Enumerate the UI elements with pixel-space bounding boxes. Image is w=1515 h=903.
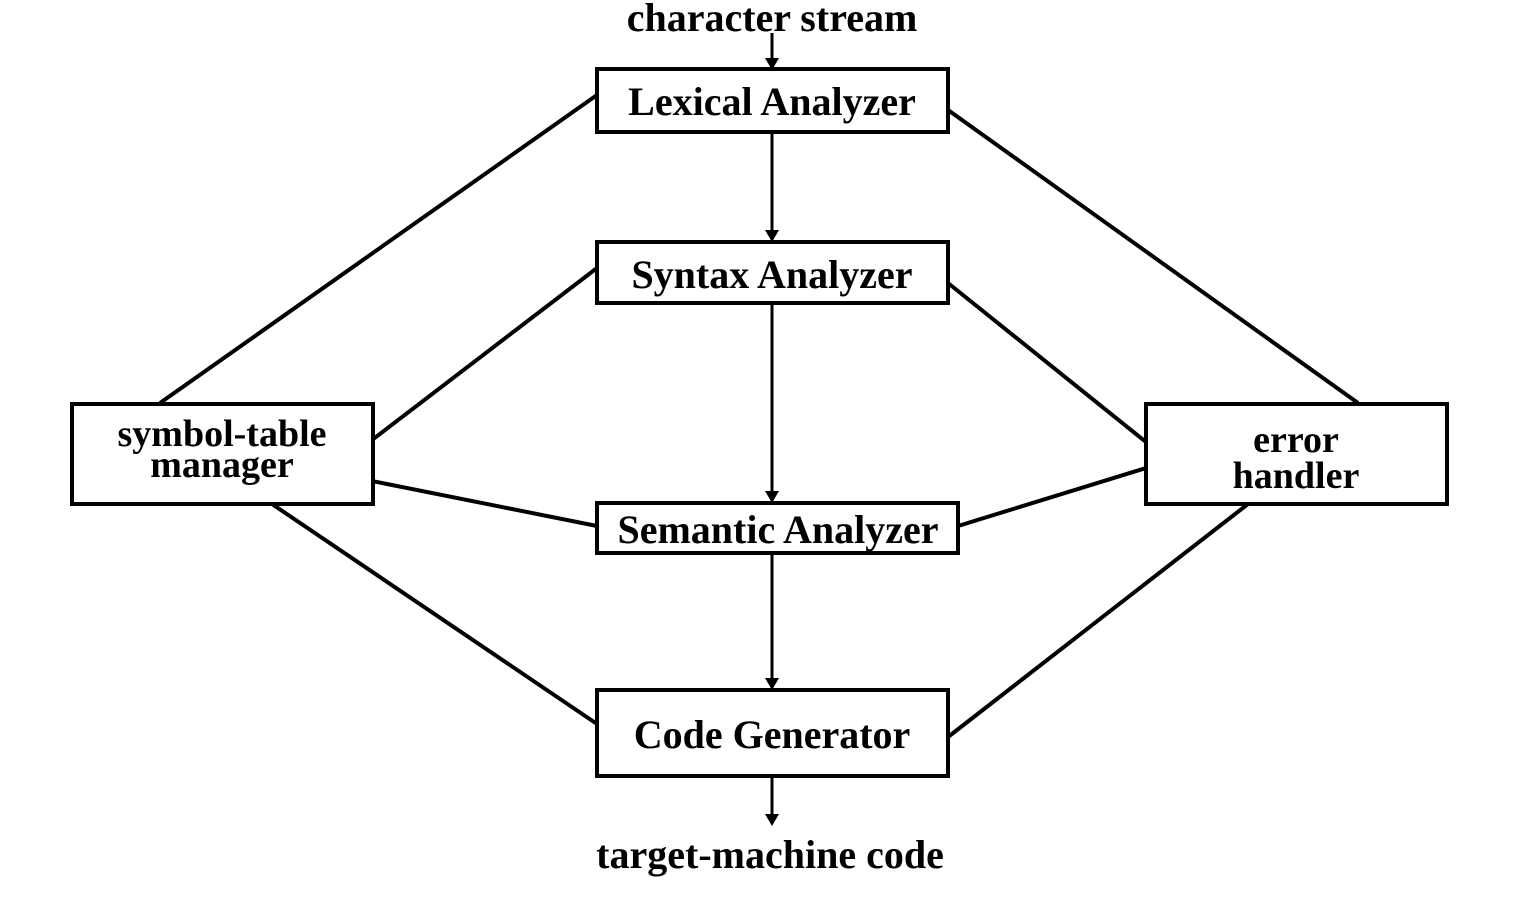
edge-error-lexical [946, 108, 1360, 405]
edge-symbol-syntax [370, 266, 599, 442]
semantic-analyzer-node: Semantic Analyzer [595, 501, 960, 555]
edge-error-semantic [957, 466, 1147, 528]
symbol-table-label-line1: symbol-table [118, 413, 327, 455]
edge-symbol-semantic [371, 479, 598, 528]
error-handler-node: error handler [1144, 402, 1449, 506]
lexical-analyzer-node: Lexical Analyzer [595, 67, 950, 134]
arrowhead-lexical-syntax [765, 230, 779, 242]
output-label: target-machine code [596, 832, 944, 877]
edge-error-syntax [946, 281, 1148, 444]
syntax-analyzer-node: Syntax Analyzer [595, 240, 950, 305]
edge-error-codegen [946, 502, 1250, 739]
code-generator-node: Code Generator [595, 688, 950, 778]
arrowhead-output [765, 814, 779, 826]
symbol-table-label-line2: manager [150, 444, 294, 486]
arrowhead-semantic-codegen [765, 678, 779, 690]
edge-symbol-lexical [158, 93, 599, 405]
error-handler-label-line2: handler [1233, 455, 1360, 497]
edge-symbol-codegen [270, 502, 599, 726]
symbol-table-manager-node: symbol-table manager [70, 402, 375, 506]
error-handler-label-line1: error [1253, 419, 1339, 461]
arrowhead-syntax-semantic [765, 491, 779, 503]
lexical-analyzer-label: Lexical Analyzer [628, 79, 916, 124]
syntax-analyzer-label: Syntax Analyzer [631, 252, 912, 297]
semantic-analyzer-label: Semantic Analyzer [617, 507, 938, 552]
code-generator-label: Code Generator [634, 712, 911, 757]
arrowhead-input [765, 58, 779, 70]
input-label: character stream [627, 0, 918, 40]
